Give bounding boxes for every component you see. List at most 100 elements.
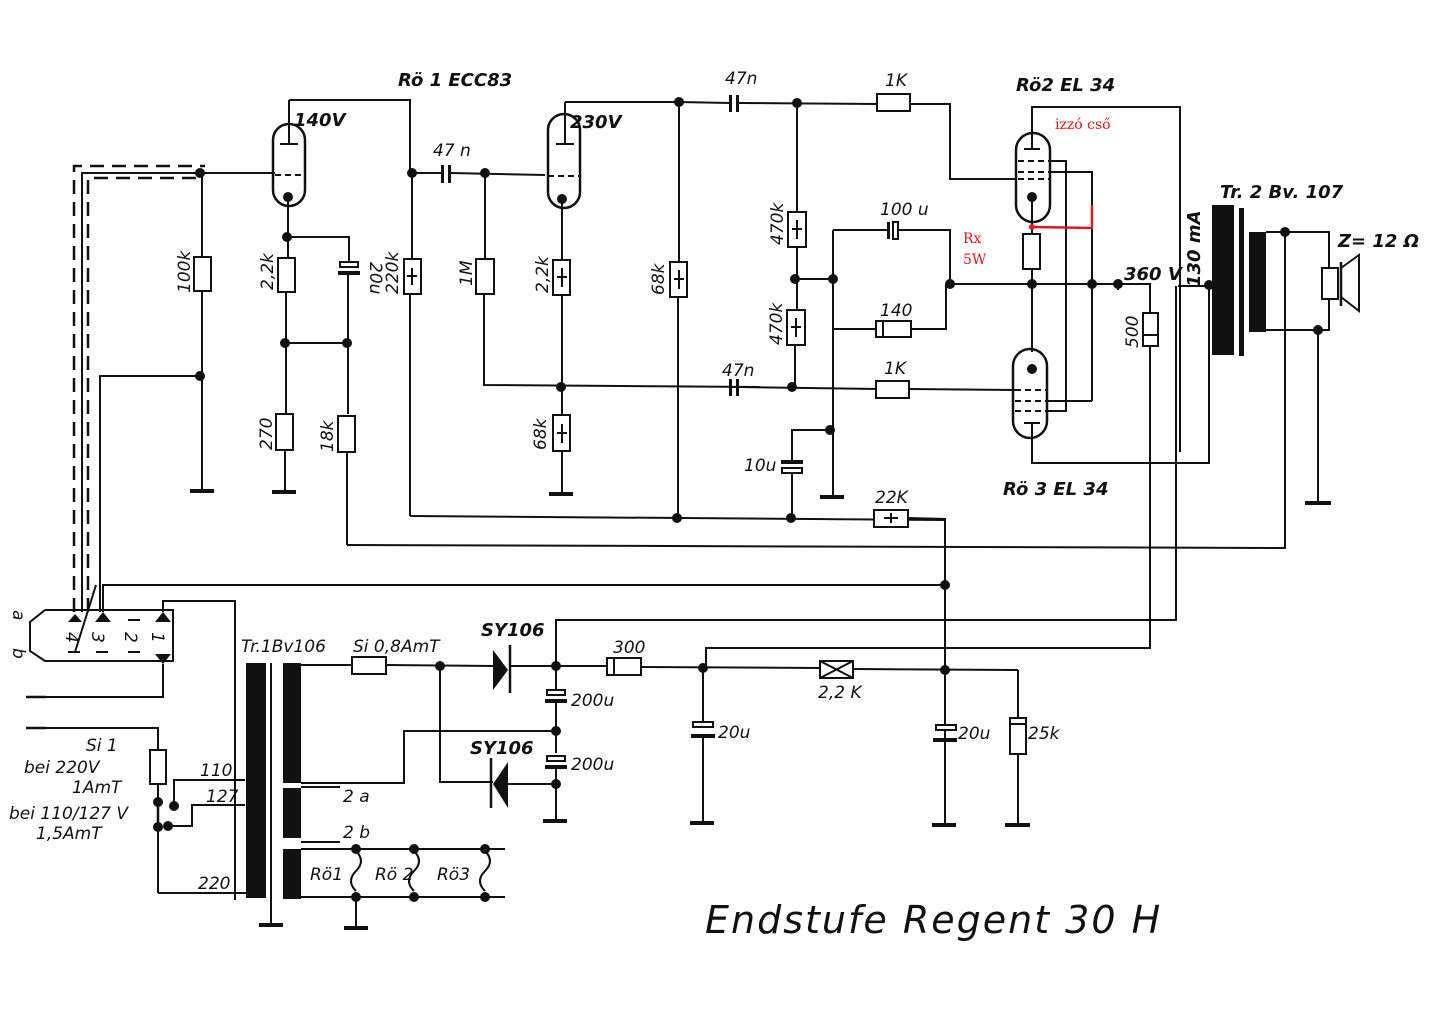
label-2a: 2 a [343,787,370,807]
label-fuse-line4: 1,5AmT [36,824,103,844]
label-diode-b: SY106 [470,738,534,759]
label-1k-a: 1K [885,71,909,91]
label-270: 270 [257,418,277,450]
label-25k: 25k [1028,724,1061,744]
tube-ro1b-envelope [546,112,582,210]
label-heater-ro3: Rö3 [437,865,470,885]
resistor-300 [606,657,642,676]
label-100k: 100k [175,250,195,293]
label-heater-ro2: Rö 2 [375,865,413,885]
label-pin-3: 3 [87,632,107,643]
label-pin-4: 4 [61,632,81,643]
resistor-2k2-a [277,257,296,293]
label-1k-b: 1K [884,359,908,379]
label-speaker-z: Z= 12 Ω [1337,231,1419,252]
label-47n-c: 47n [722,361,754,381]
label-diode-a: SY106 [481,620,545,641]
tube-ro3-envelope [1011,347,1049,440]
resistor-rx [1022,233,1041,270]
bias-network [781,103,1087,820]
diode-sy106-a [493,650,508,690]
label-140v: 140V [294,110,348,131]
label-300: 300 [613,638,645,658]
power-transformer-secondary-hv [283,663,301,783]
label-pin-2: 2 [120,632,140,643]
annotation-rx-power: 5W [963,252,987,268]
label-220k: 220k [383,251,403,294]
label-10u: 10u [744,456,777,476]
resistor-500 [1142,312,1159,347]
red-annotation-wire [1031,205,1094,230]
label-2b: 2 b [343,823,370,843]
resistor-100k [193,256,212,292]
label-1m: 1M [457,260,477,286]
heater-ro2 [408,850,420,892]
label-fuse-sec: Si 0,8AmT [353,637,441,657]
label-470k-b: 470k [767,302,787,345]
label-100u: 100 u [880,200,929,220]
label-22k-c: 22K [875,488,910,508]
label-470k-a: 470k [768,202,788,245]
label-fuse-name: Si 1 [86,736,118,756]
resistor-18k [337,415,356,453]
label-140: 140 [880,301,912,321]
resistor-1k-b [875,380,910,399]
label-ro3: Rö 3 EL 34 [1003,479,1108,500]
input-connector [26,580,950,900]
label-ro1: Rö 1 ECC83 [398,70,512,91]
stage2 [403,95,946,523]
stage1 [190,99,1286,550]
shielded-input-cable [72,164,205,612]
schematic-title: Endstufe Regent 30 H [705,898,1162,942]
label-tap-127: 127 [206,787,239,807]
label-fuse-line1: bei 220V [24,758,101,778]
power-transformer-primary [246,663,266,898]
label-20u-b: 20u [958,724,991,744]
label-2k2-b: 2,2k [533,255,553,293]
label-47n-a: 47 n [433,141,471,161]
label-20u-a: 20u [718,723,751,743]
label-fuse-line2: 1AmT [72,778,123,798]
heater-ro3 [479,850,491,892]
tube-ro2-envelope [1014,131,1052,224]
label-360v: 360 V [1124,264,1184,285]
label-fuse-line3: bei 110/127 V [9,804,129,824]
resistor-1m [475,258,495,295]
fuse-si1 [149,749,167,785]
output-transformer-secondary [1249,232,1266,332]
label-68k-a: 68k [649,262,669,295]
power-transformer-secondary-2 [283,788,301,838]
label-18k: 18k [318,419,338,452]
labels: Rö 1 ECC83 140V 230V Rö2 EL 34 Rö 3 EL 3… [8,69,1419,942]
label-pin-1: 1 [147,632,167,643]
label-20u-cathode: 20u [365,262,385,295]
label-ro2: Rö2 EL 34 [1016,75,1115,96]
label-200u-b: 200u [571,755,614,775]
label-tap-110: 110 [200,761,232,781]
label-heater-ro1: Rö1 [310,865,343,885]
output-stage [555,93,1360,668]
power-transformer-heater [283,849,301,899]
resistor-140 [875,320,912,338]
label-tr1: Tr.1Bv106 [241,637,326,657]
label-130ma: 130 mA [1184,210,1205,287]
power-supply [40,645,1030,930]
output-transformer-primary [1212,205,1234,355]
annotation-glow-tube: izzó cső [1055,117,1111,133]
label-230v: 230V [570,112,624,133]
label-2k2-filter: 2,2 K [818,683,863,703]
label-connector-a: a [8,610,28,620]
speaker-icon [1321,267,1339,300]
label-connector-b: b [8,648,28,659]
tube-ro1a-envelope [271,122,307,208]
annotation-rx: Rx [963,231,982,247]
label-2k2-a: 2,2k [258,252,278,290]
label-tap-220: 220 [198,874,230,894]
label-68k-b: 68k [531,417,551,450]
label-500: 500 [1123,316,1143,348]
label-tr2: Tr. 2 Bv. 107 [1220,182,1344,203]
resistor-270 [275,413,294,451]
fuse-si08 [351,656,387,675]
heater-ro1 [350,850,362,892]
